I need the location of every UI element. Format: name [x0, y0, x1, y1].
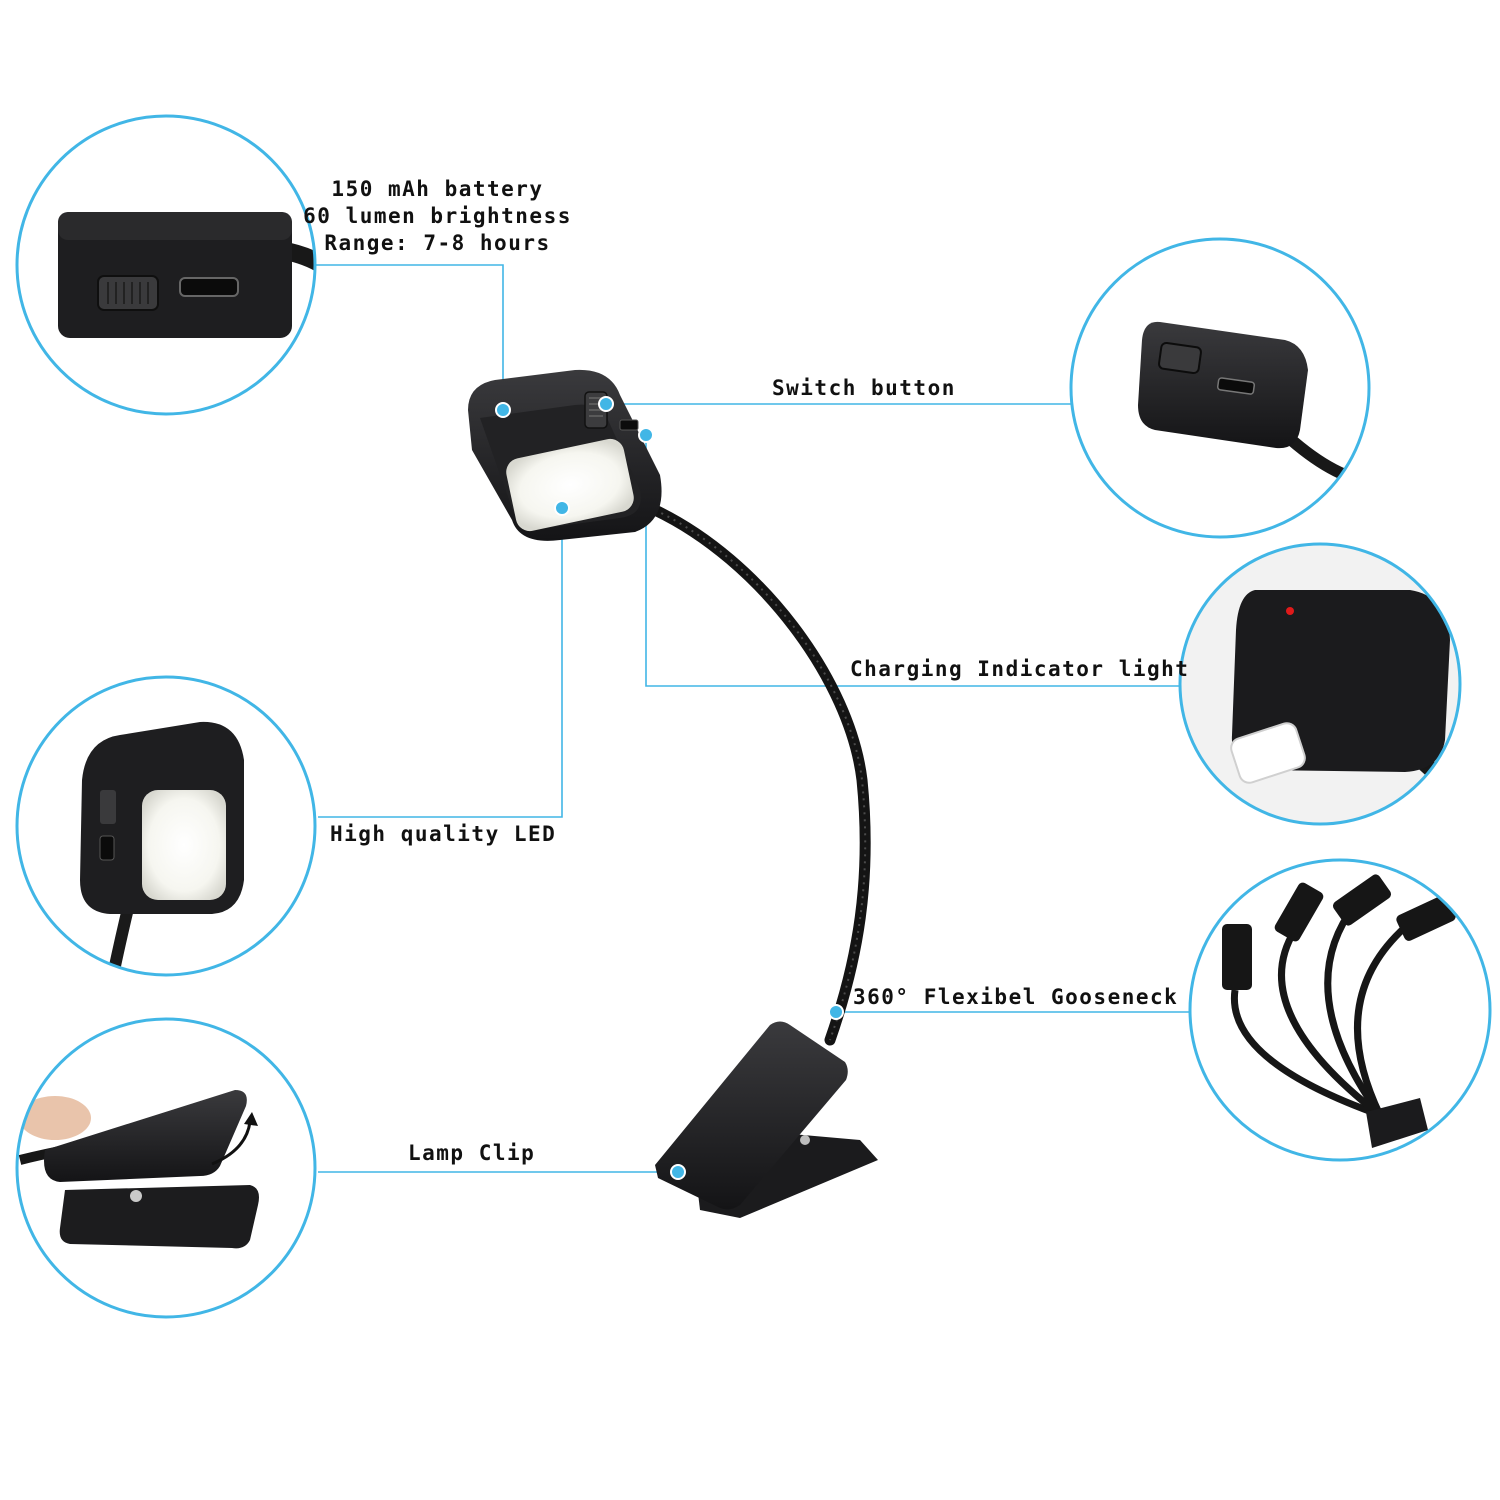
- detail-circle-lampclip: [15, 1017, 317, 1319]
- detail-circle-led: [15, 675, 317, 977]
- leader-led: [318, 508, 563, 818]
- leader-lines: [315, 264, 1190, 1173]
- indicator-led: [1286, 607, 1294, 615]
- callout-dots: [495, 396, 844, 1180]
- runtime-text: Range: 7-8 hours: [324, 231, 551, 255]
- detail-circle-battery: [15, 114, 317, 416]
- dot-charging: [638, 427, 654, 443]
- led-panel: [506, 438, 634, 532]
- gooseneck: [649, 504, 871, 1046]
- gooseneck-label: 360° Flexibel Gooseneck: [853, 985, 1179, 1009]
- lamp-head: [468, 369, 662, 541]
- battery-specs-label: 150 mAh battery 60 lumen brightness Rang…: [300, 176, 575, 257]
- usb-port: [619, 419, 639, 431]
- detail-circle-charging: [1178, 542, 1462, 826]
- dot-gooseneck: [828, 1004, 844, 1020]
- dot-led: [554, 500, 570, 516]
- dot-clip: [670, 1164, 686, 1180]
- dot-switch: [598, 396, 614, 412]
- leader-battery: [315, 264, 504, 410]
- lamp-clip: [655, 1021, 878, 1218]
- brightness-text: 60 lumen brightness: [303, 204, 572, 228]
- lamp-clip-label: Lamp Clip: [408, 1141, 536, 1165]
- dot-battery: [495, 402, 511, 418]
- led-label: High quality LED: [330, 822, 557, 846]
- battery-capacity-text: 150 mAh battery: [331, 177, 544, 201]
- detail-circle-gooseneck: [1188, 858, 1492, 1162]
- charging-indicator-label: Charging Indicator light: [850, 657, 1190, 681]
- detail-circle-switch: [1069, 237, 1371, 539]
- switch-button-label: Switch button: [772, 376, 956, 400]
